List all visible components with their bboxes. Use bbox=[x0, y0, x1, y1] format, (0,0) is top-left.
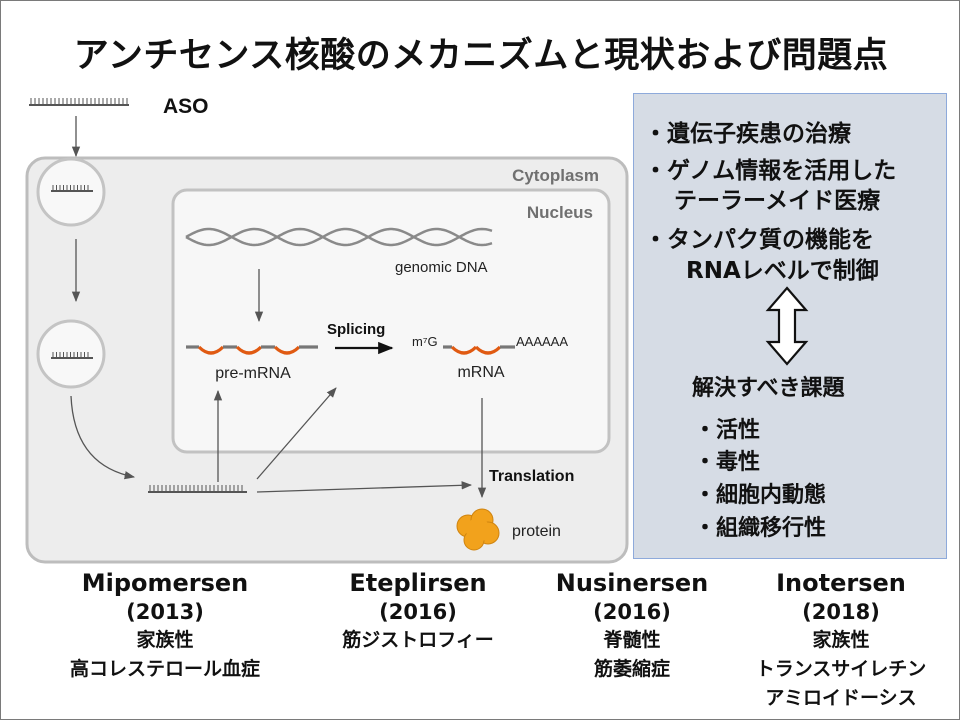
drug-indication: 高コレステロール血症 bbox=[69, 658, 260, 680]
panel-bullet-protein-control: ・タンパク質の機能を bbox=[644, 227, 874, 253]
panel-bullet-genome-info-cont: テーラーメイド医療 bbox=[674, 188, 881, 214]
drug-indication: 家族性 bbox=[812, 629, 870, 651]
drug-indication: 家族性 bbox=[136, 629, 194, 651]
drug-name: Nusinersen bbox=[555, 569, 709, 597]
panel-bullet-genome-info: ・ゲノム情報を活用した bbox=[644, 158, 897, 184]
polya-label: AAAAAA bbox=[516, 334, 568, 349]
drug-indication: トランスサイレチン bbox=[755, 658, 927, 680]
nucleus-label: Nucleus bbox=[527, 203, 593, 222]
protein-label: protein bbox=[512, 523, 561, 540]
aso-oligo-top bbox=[29, 98, 129, 106]
issue-item: ・活性 bbox=[694, 418, 761, 443]
panel-bullet-protein-control-cont: RNAレベルで制御 bbox=[686, 258, 879, 284]
nucleus-compartment bbox=[171, 188, 611, 454]
drug-indication: 筋萎縮症 bbox=[593, 658, 670, 680]
drug-eteplirsen: Eteplirsen (2016) 筋ジストロフィー bbox=[308, 568, 528, 655]
drug-year: (2016) bbox=[379, 600, 457, 624]
cytoplasm-label: Cytoplasm bbox=[512, 166, 599, 185]
drug-indication: アミロイドーシス bbox=[765, 687, 917, 709]
aso-oligo-cytoplasm bbox=[148, 485, 247, 493]
drug-indication: 筋ジストロフィー bbox=[342, 629, 494, 651]
arrow-aso-to-splicing bbox=[256, 387, 337, 480]
aso-label: ASO bbox=[163, 95, 209, 118]
drug-name: Inotersen bbox=[776, 569, 906, 597]
protein-blob bbox=[456, 508, 500, 551]
drug-mipomersen: Mipomersen (2013) 家族性 高コレステロール血症 bbox=[45, 568, 285, 684]
pre-mrna-strand bbox=[186, 345, 318, 355]
drug-name: Mipomersen bbox=[81, 569, 249, 597]
double-arrow-icon bbox=[765, 286, 809, 366]
genomic-dna-helix bbox=[185, 227, 493, 247]
drug-year: (2013) bbox=[126, 600, 204, 624]
issue-item: ・組織移行性 bbox=[694, 516, 827, 541]
cap-label: m⁷G bbox=[412, 334, 438, 349]
splicing-label: Splicing bbox=[327, 321, 385, 338]
info-panel: ・遺伝子疾患の治療 ・ゲノム情報を活用した テーラーメイド医療 ・タンパク質の機… bbox=[633, 93, 947, 559]
drug-name: Eteplirsen bbox=[349, 569, 487, 597]
translation-label: Translation bbox=[489, 468, 574, 485]
aso-in-endosome-2 bbox=[51, 352, 93, 359]
pre-mrna-label: pre-mRNA bbox=[215, 365, 291, 382]
issue-item: ・細胞内動態 bbox=[694, 483, 827, 508]
mrna-strand bbox=[443, 345, 515, 355]
issues-title: 解決すべき課題 bbox=[692, 376, 845, 401]
issue-item: ・毒性 bbox=[694, 450, 761, 475]
panel-bullet-genetic-disease: ・遺伝子疾患の治療 bbox=[644, 121, 851, 147]
mrna-label: mRNA bbox=[457, 364, 504, 381]
genomic-dna-label: genomic DNA bbox=[395, 259, 488, 276]
arrow-aso-to-translation bbox=[256, 481, 473, 493]
arrow-endosome-release bbox=[70, 395, 136, 480]
drug-year: (2018) bbox=[802, 600, 880, 624]
drug-inotersen: Inotersen (2018) 家族性 トランスサイレチン アミロイドーシス bbox=[725, 568, 957, 713]
aso-in-endosome-1 bbox=[51, 185, 93, 192]
drug-indication: 脊髄性 bbox=[603, 629, 661, 651]
drug-year: (2016) bbox=[593, 600, 671, 624]
drug-nusinersen: Nusinersen (2016) 脊髄性 筋萎縮症 bbox=[532, 568, 732, 684]
slide-title: アンチセンス核酸のメカニズムと現状および問題点 bbox=[73, 36, 889, 76]
